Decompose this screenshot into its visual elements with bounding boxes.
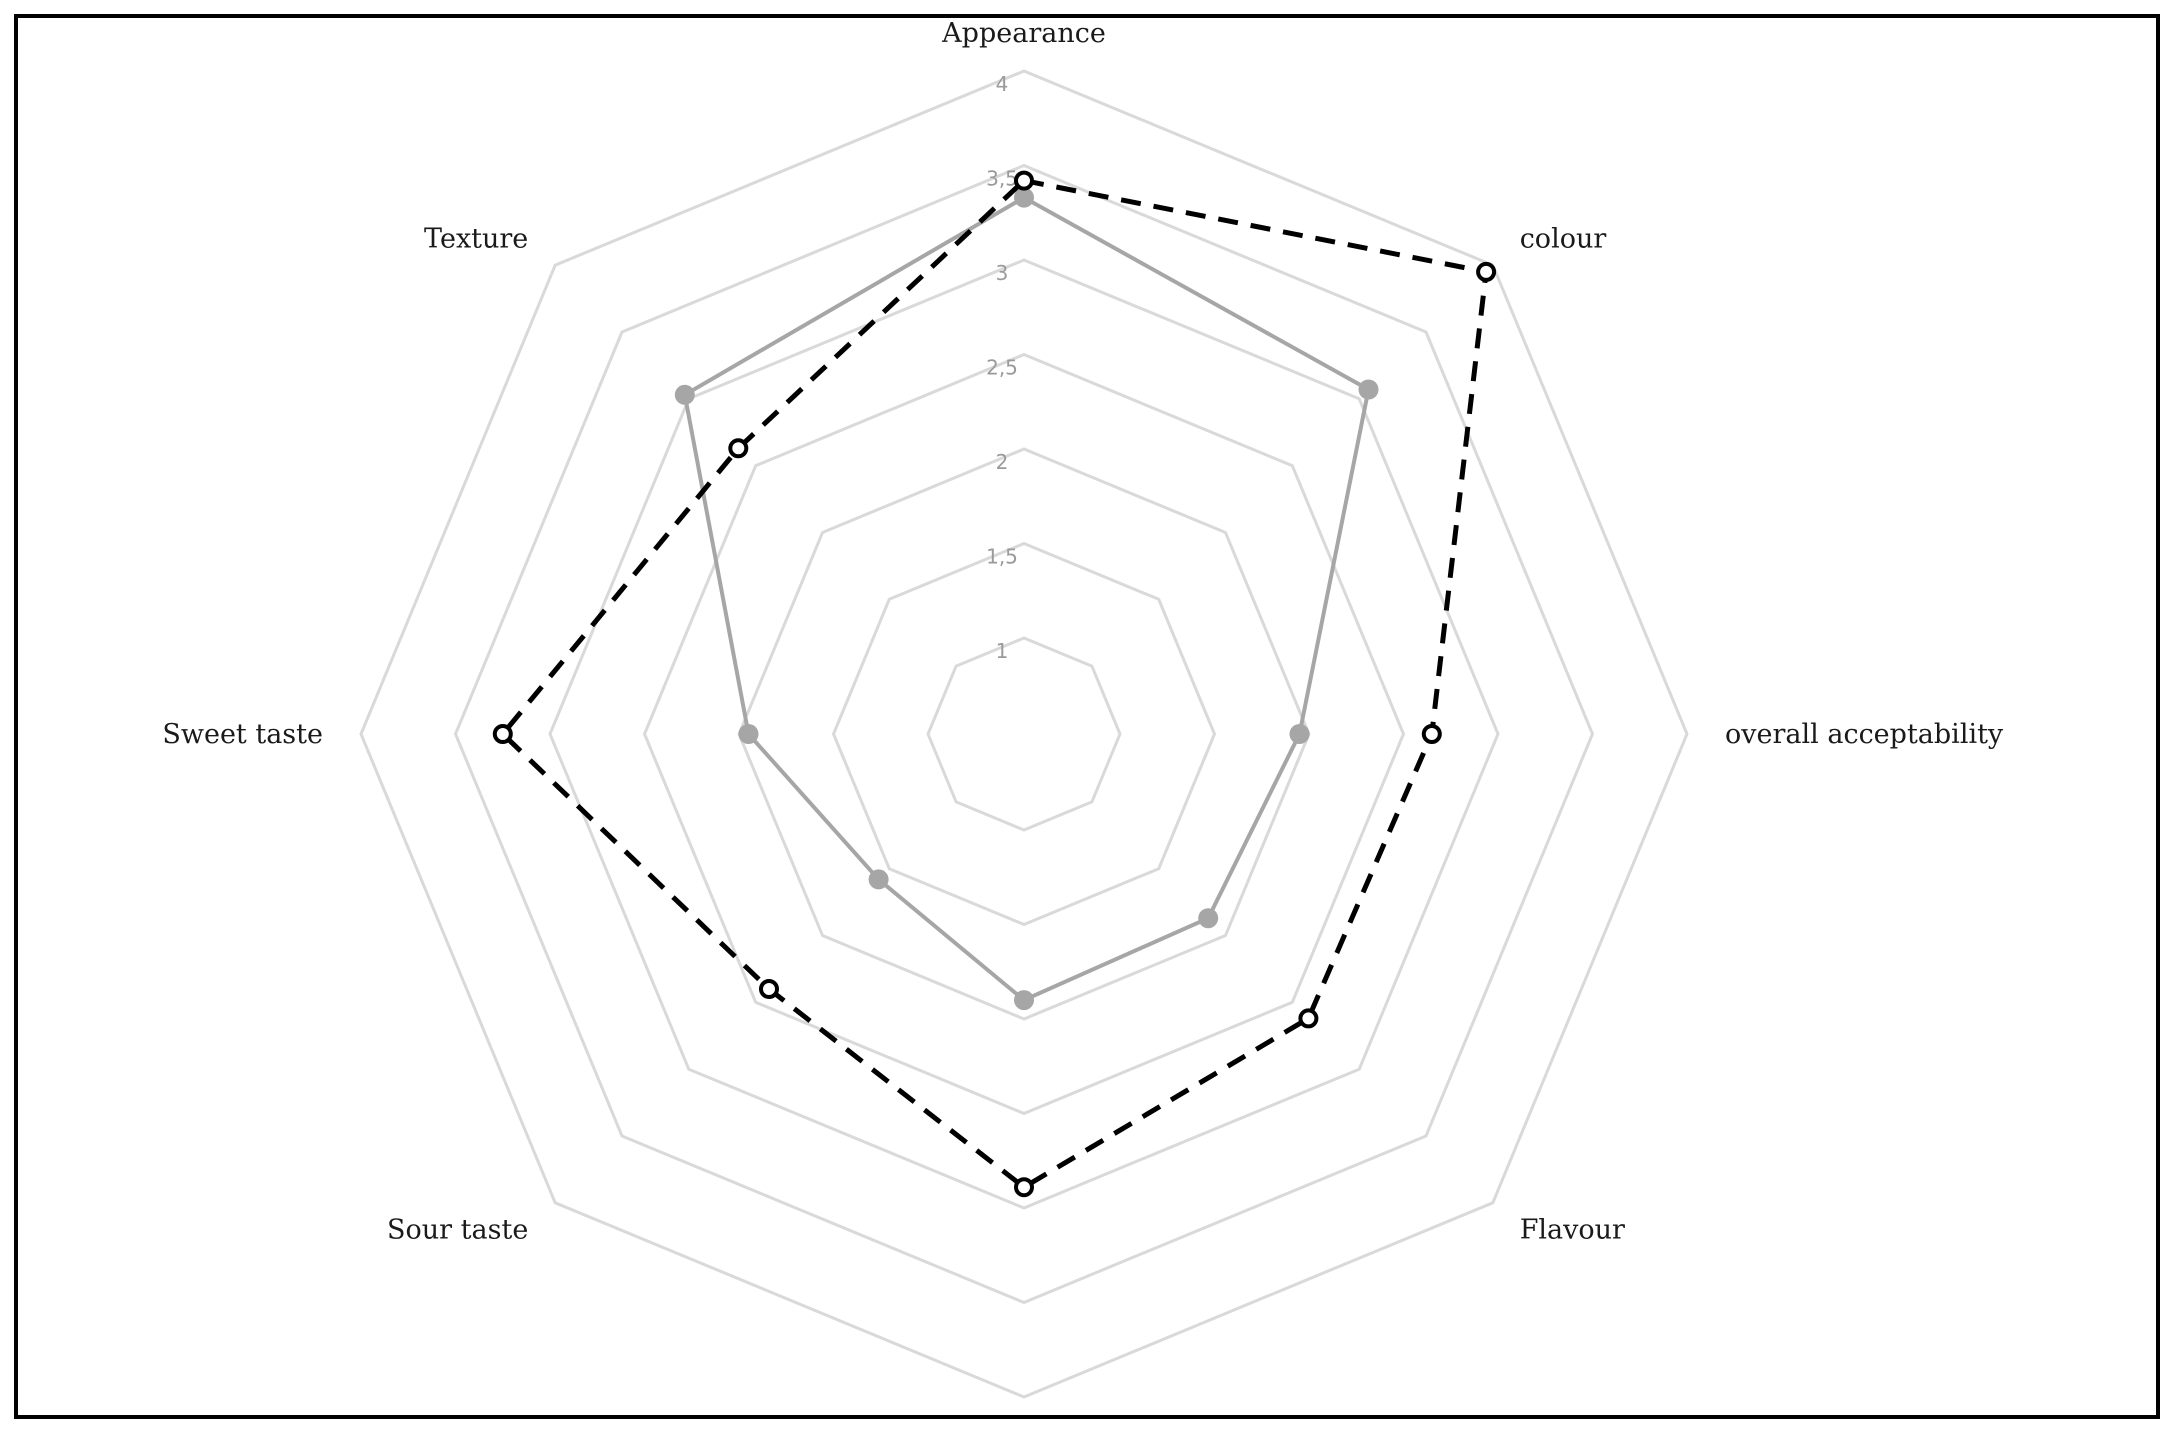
gridline-6 <box>359 69 1689 1399</box>
series-1-point <box>759 979 779 999</box>
category-label: Sour taste <box>387 1215 528 1246</box>
series-layer <box>492 170 1497 1198</box>
series-1-point <box>492 724 513 744</box>
series-0 <box>674 187 1379 1011</box>
category-label: Appearance <box>941 18 1106 49</box>
category-label: Odour <box>981 1420 1067 1423</box>
tick-label: 4 <box>996 72 1009 96</box>
grid-layer <box>359 69 1689 1399</box>
gridline-4 <box>548 258 1500 1210</box>
series-1-line <box>499 177 1489 1191</box>
series-0-point <box>1198 908 1219 929</box>
category-label: overall acceptability <box>1725 719 2004 750</box>
radar-chart: 1 1,5 2 2,5 3 3,5 4 Appearance colour overall ac… <box>162 18 2004 1423</box>
tick-label: 1 <box>996 639 1009 663</box>
tick-label: 3 <box>996 261 1009 285</box>
category-label: Flavour <box>1520 1215 1625 1246</box>
series-0-point <box>1289 724 1310 744</box>
series-0-point <box>1014 187 1034 208</box>
gridline-2 <box>737 447 1311 1021</box>
category-label: Texture <box>424 223 528 254</box>
series-1-point <box>1421 724 1442 744</box>
series-0-point <box>1014 990 1034 1011</box>
series-1 <box>492 170 1497 1198</box>
series-1-point <box>728 438 749 459</box>
gridline-5 <box>453 163 1595 1305</box>
gridline-3 <box>642 352 1406 1116</box>
chart-frame: 1 1,5 2 2,5 3 3,5 4 Appearance colour overall ac… <box>14 14 2160 1423</box>
tick-label: 3,5 <box>986 167 1018 191</box>
series-0-point <box>868 869 889 890</box>
tick-label: 1,5 <box>986 545 1018 569</box>
category-label: Sweet taste <box>162 719 323 750</box>
series-0-point <box>1358 379 1379 400</box>
category-label: colour <box>1520 223 1607 254</box>
tick-label: 2,5 <box>986 356 1018 380</box>
axis-labels: Appearance colour overall acceptabilityFla… <box>162 18 2004 1423</box>
series-1-point <box>1476 261 1497 282</box>
gridline-1 <box>831 541 1217 927</box>
series-0-point <box>738 724 759 744</box>
gridline-0 <box>926 636 1122 832</box>
series-0-point <box>674 384 695 405</box>
tick-labels: 1 1,5 2 2,5 3 3,5 4 <box>986 72 1018 663</box>
series-1-point <box>1298 1008 1319 1029</box>
series-1-point <box>1014 1177 1034 1198</box>
series-1-point <box>1014 170 1034 191</box>
tick-label: 2 <box>996 450 1009 474</box>
series-0-line <box>682 195 1371 1003</box>
